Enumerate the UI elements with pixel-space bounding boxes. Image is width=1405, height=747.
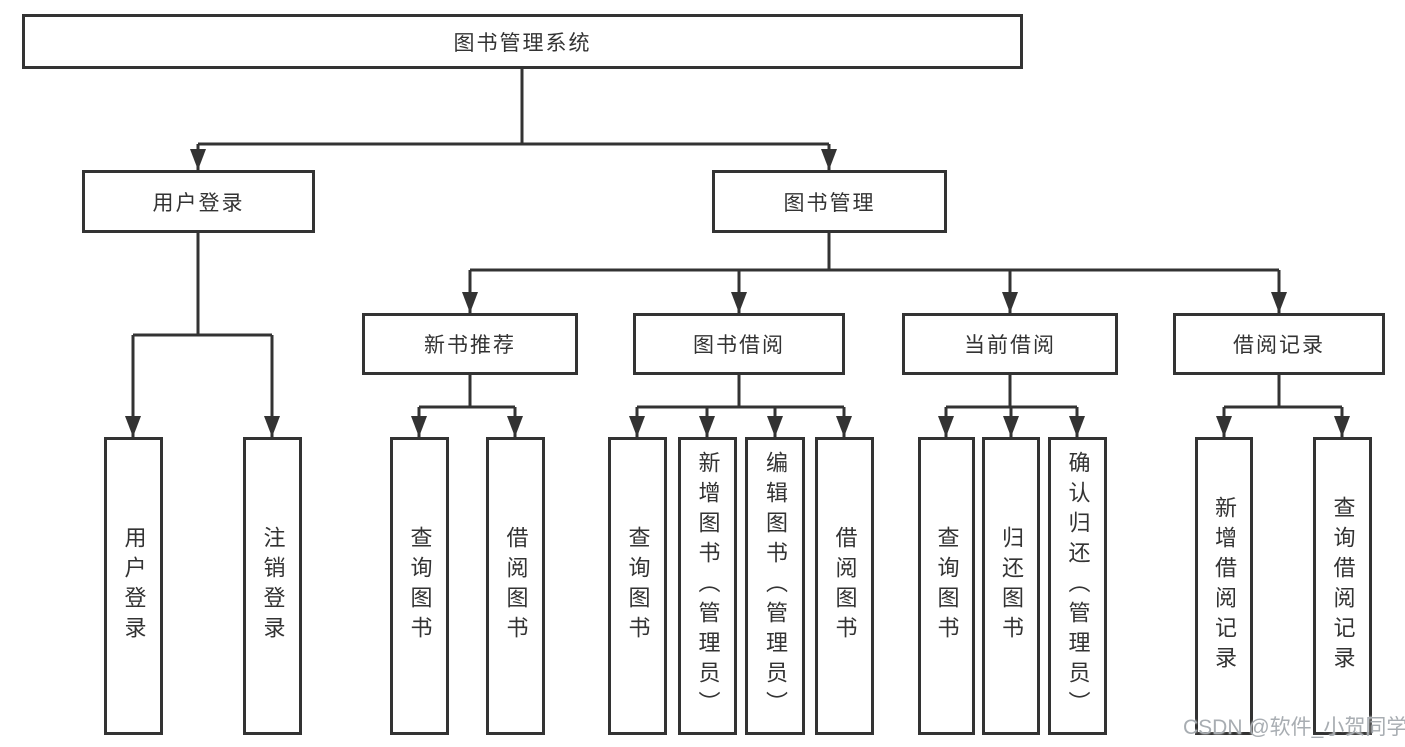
leaf-user-login: 用户登录	[104, 437, 163, 735]
leaf-label: 新增图书（管理员）	[695, 451, 721, 721]
node-user-login: 用户登录	[82, 170, 315, 233]
node-book-management: 图书管理	[712, 170, 947, 233]
node-label: 新书推荐	[424, 334, 516, 357]
leaf-label: 借阅图书	[503, 526, 529, 646]
node-label: 用户登录	[152, 191, 245, 215]
leaf-label: 新增借阅记录	[1212, 496, 1237, 676]
leaf-query-borrow-record: 查询借阅记录	[1313, 437, 1372, 735]
leaf-query-books-current: 查询图书	[918, 437, 975, 735]
node-book-borrowing: 图书借阅	[633, 313, 845, 375]
leaf-confirm-return-admin: 确认归还（管理员）	[1048, 437, 1107, 735]
node-library-management-system: 图书管理系统	[22, 14, 1023, 69]
node-borrowing-records: 借阅记录	[1173, 313, 1385, 375]
leaf-label: 注销登录	[260, 526, 286, 646]
csdn-watermark: CSDN @软件_小贺同学	[1183, 716, 1405, 739]
leaf-add-borrow-record: 新增借阅记录	[1195, 437, 1253, 735]
node-label: 图书管理系统	[453, 31, 592, 55]
leaf-query-books-borrow: 查询图书	[608, 437, 667, 735]
leaf-logout: 注销登录	[243, 437, 302, 735]
leaf-borrow-books: 借阅图书	[815, 437, 874, 735]
leaf-label: 查询图书	[407, 526, 433, 646]
leaf-label: 查询图书	[625, 526, 651, 646]
leaf-edit-book-admin: 编辑图书（管理员）	[745, 437, 805, 735]
leaf-add-book-admin: 新增图书（管理员）	[678, 437, 737, 735]
leaf-query-books-recommend: 查询图书	[390, 437, 449, 735]
node-label: 借阅记录	[1233, 334, 1325, 357]
leaf-label: 归还图书	[999, 526, 1024, 646]
node-label: 图书管理	[783, 191, 876, 215]
node-label: 图书借阅	[693, 334, 785, 357]
leaf-return-books: 归还图书	[982, 437, 1040, 735]
leaf-label: 查询借阅记录	[1330, 496, 1356, 676]
leaf-label: 确认归还（管理员）	[1065, 451, 1091, 721]
leaf-label: 编辑图书（管理员）	[763, 451, 788, 721]
node-new-book-recommendation: 新书推荐	[362, 313, 578, 375]
node-current-borrowing: 当前借阅	[902, 313, 1118, 375]
leaf-label: 查询图书	[934, 526, 960, 646]
leaf-label: 用户登录	[121, 526, 147, 646]
leaf-label: 借阅图书	[832, 526, 858, 646]
node-label: 当前借阅	[964, 334, 1056, 357]
leaf-borrow-books-recommend: 借阅图书	[486, 437, 545, 735]
